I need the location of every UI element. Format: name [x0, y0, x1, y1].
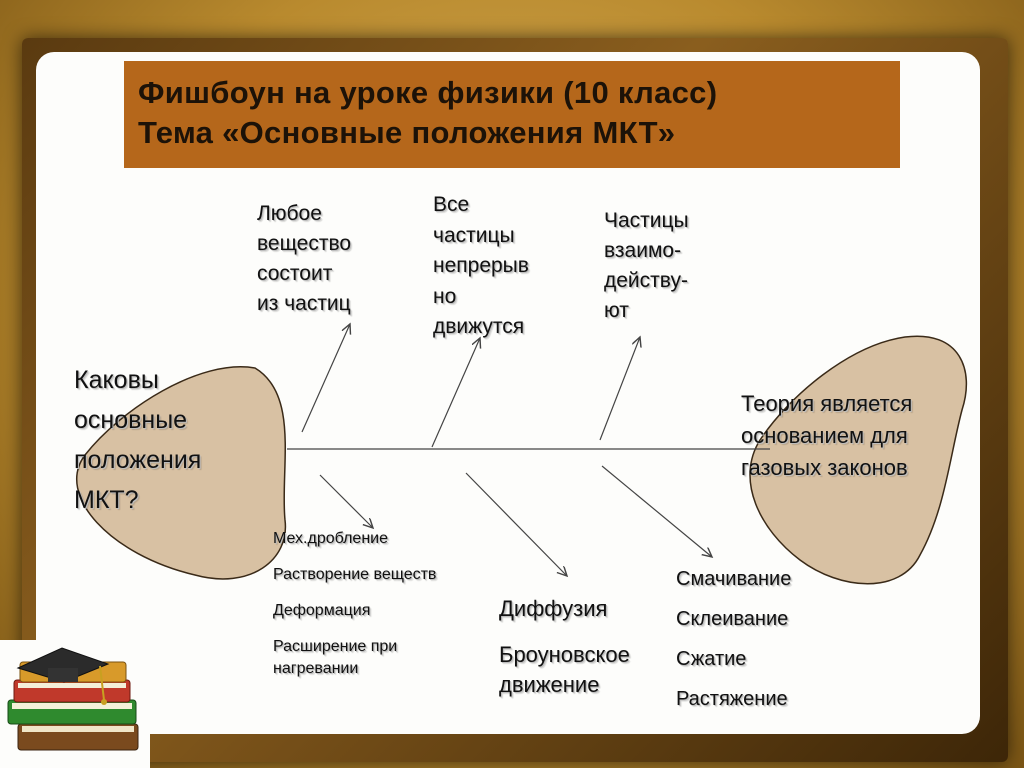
bone-item: Растяжение	[676, 688, 788, 710]
lower-bone-label-3: Смачивание Склеивание Сжатие Растяжение	[676, 559, 791, 719]
tail-line: газовых законов	[741, 455, 908, 480]
upper-bone-arrow-3	[599, 337, 640, 441]
fish-head-text: Каковы основные положения МКТ?	[74, 360, 201, 520]
head-line: основные	[74, 406, 188, 434]
head-line: положения	[74, 446, 202, 474]
bone-line: ют	[604, 299, 629, 322]
bone-line: Частицы	[604, 209, 689, 232]
bone-item: движение	[499, 672, 600, 697]
bone-item: Смачивание	[676, 568, 792, 590]
upper-bone-arrow-1	[301, 324, 350, 433]
bone-item: Растворение веществ	[273, 566, 437, 583]
fish-tail-shape	[749, 335, 968, 585]
bone-line: действу-	[604, 269, 688, 292]
lower-bone-label-1: Мех.дробление Растворение веществ Деформ…	[273, 528, 436, 680]
bone-line: но	[433, 284, 457, 308]
tail-line: основанием для	[741, 423, 908, 448]
bone-item: Деформация	[273, 602, 371, 619]
bone-line: состоит	[257, 262, 333, 285]
upper-bone-label-1: Любое вещество состоит из частиц	[257, 199, 351, 319]
bone-line: частицы	[433, 223, 515, 247]
head-line: Каковы	[74, 366, 159, 394]
lower-bone-arrow-2	[465, 472, 567, 576]
bone-item: Диффузия	[499, 596, 608, 621]
fish-tail-text: Теория является основанием для газовых з…	[741, 388, 912, 484]
title-banner: Фишбоун на уроке физики (10 класс) Тема …	[124, 61, 900, 168]
bone-line: Все	[433, 193, 470, 216]
bone-item: Броуновское	[499, 642, 630, 667]
fish-head-shape	[76, 366, 287, 580]
bone-line: движутся	[433, 315, 525, 338]
bone-item: Склеивание	[676, 608, 789, 630]
bone-item: Мех.дробление	[273, 530, 388, 547]
head-line: МКТ?	[74, 486, 139, 514]
upper-bone-label-2: Все частицы непрерыв но движутся	[433, 190, 529, 343]
bone-line: непрерыв	[433, 254, 529, 277]
bone-item: Сжатие	[676, 648, 747, 670]
bone-line: вещество	[257, 232, 352, 255]
lower-bone-label-2: Диффузия Броуновское движение	[499, 594, 630, 700]
lower-bone-arrow-3	[601, 465, 712, 557]
bone-line: Любое	[257, 202, 322, 225]
books-with-graduation-cap-icon	[0, 640, 150, 768]
upper-bone-label-3: Частицы взаимо- действу- ют	[604, 206, 689, 326]
bone-item: нагревании	[273, 660, 359, 677]
lower-bone-arrow-1	[319, 474, 373, 528]
upper-bone-arrow-2	[431, 338, 480, 448]
bone-item: Расширение при	[273, 638, 398, 655]
bone-line: взаимо-	[604, 239, 682, 262]
title-line-1: Фишбоун на уроке физики (10 класс)	[138, 75, 718, 110]
title-line-2: Тема «Основные положения МКТ»	[138, 115, 676, 150]
bone-line: из частиц	[257, 292, 351, 315]
tail-line: Теория является	[741, 391, 913, 416]
